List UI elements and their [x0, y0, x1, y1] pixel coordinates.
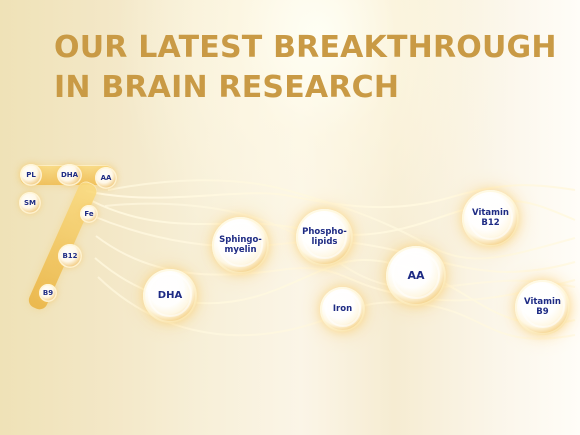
seven-bead-b9: B9	[39, 284, 57, 302]
seven-bead-pl: PL	[20, 164, 42, 186]
seven-bead-dha: DHA	[57, 164, 82, 186]
nutrient-label-dha: DHA	[157, 290, 183, 302]
nutrient-bubble-vitamin-b9: Vitamin B9	[515, 280, 570, 335]
headline-line-1: OUR LATEST BREAKTHROUGH	[54, 30, 557, 65]
nutrient-label-iron: Iron	[332, 303, 353, 314]
nutrient-bubble-phospholipids: Phospho- lipids	[296, 209, 353, 266]
nutrient-label-vitamin-b9: Vitamin B9	[524, 296, 561, 317]
seven-bead-fe-label: Fe	[84, 210, 94, 218]
seven-bead-aa: AA	[95, 167, 117, 189]
nutrient-bubble-sphingomyelin: Sphingo- myelin	[212, 217, 269, 274]
headline-line-2: IN BRAIN RESEARCH	[54, 70, 400, 105]
seven-bead-fe: Fe	[80, 205, 98, 223]
nutrient-bubble-iron: Iron	[320, 287, 365, 332]
seven-bead-aa-label: AA	[100, 174, 112, 182]
seven-bead-b12: B12	[58, 244, 82, 268]
nutrient-bubble-aa: AA	[386, 246, 446, 306]
nutrient-label-sphingomyelin: Sphingo- myelin	[219, 234, 262, 255]
page-title: OUR LATEST BREAKTHROUGH IN BRAIN RESEARC…	[54, 28, 557, 108]
nutrient-label-phospholipids: Phospho- lipids	[302, 226, 347, 247]
seven-bead-dha-label: DHA	[60, 171, 79, 179]
nutrient-bubble-dha: DHA	[143, 269, 197, 323]
nutrient-label-vitamin-b12: Vitamin B12	[472, 207, 509, 228]
seven-bead-sm: SM	[19, 192, 41, 214]
seven-bead-b9-label: B9	[42, 289, 54, 297]
seven-bead-pl-label: PL	[26, 171, 36, 179]
nutrient-bubble-vitamin-b12: Vitamin B12	[462, 190, 519, 247]
nutrient-label-aa: AA	[407, 268, 425, 282]
seven-bead-sm-label: SM	[23, 199, 36, 207]
seven-bead-b12-label: B12	[62, 252, 78, 260]
